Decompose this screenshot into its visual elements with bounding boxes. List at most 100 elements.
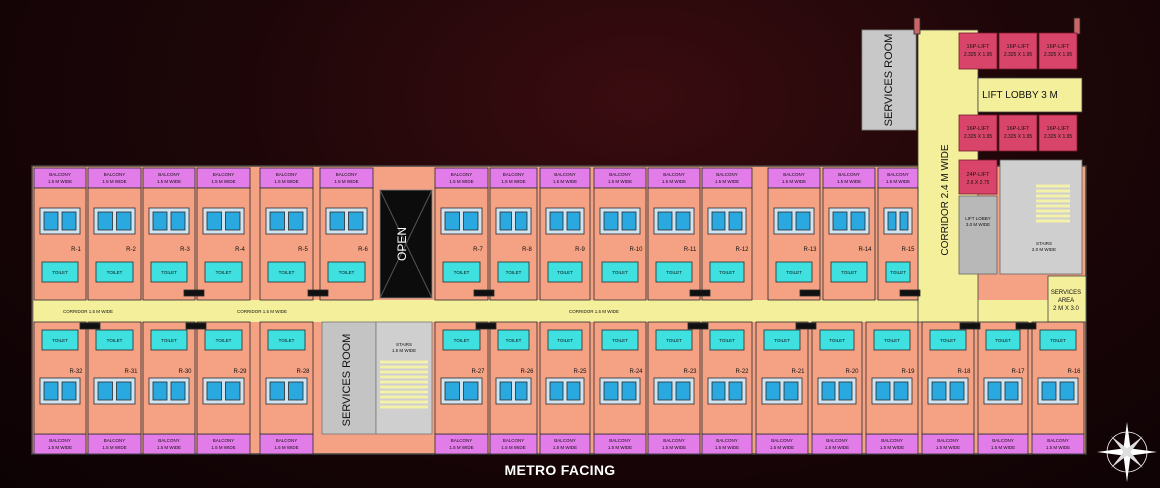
compass-needle-diag <box>1111 436 1143 468</box>
toilet-label: TOILET <box>279 338 295 343</box>
bed <box>225 381 241 401</box>
toilet-label: TOILET <box>454 270 470 275</box>
balcony-label: BALCONY <box>783 172 805 177</box>
balcony-width-label: 1.5 M WIDE <box>553 179 577 184</box>
metro-facing-label: METRO FACING <box>504 462 616 478</box>
bed <box>225 211 241 231</box>
balcony-width-label: 1.5 M WIDE <box>211 445 235 450</box>
balcony-width-label: 1.5 M WIDE <box>662 179 686 184</box>
bed <box>711 211 726 231</box>
bed <box>603 211 619 231</box>
room-number-label: R-26 <box>520 369 534 375</box>
toilet-label: TOILET <box>506 270 522 275</box>
balcony-label: BALCONY <box>158 172 180 177</box>
room-number-label: R-23 <box>683 369 697 375</box>
shaft-label: SHAFT <box>692 325 705 329</box>
room-number-label: R-31 <box>124 369 138 375</box>
bathroom <box>547 261 583 283</box>
toilet-label: TOILET <box>884 338 900 343</box>
lift-size-label: 2.325 X 1.95 <box>1004 52 1033 58</box>
balcony-width-label: 1.5 M WIDE <box>662 445 686 450</box>
shaft-bottom <box>185 322 207 330</box>
shaft-bottom <box>687 322 709 330</box>
bathroom <box>41 261 79 283</box>
room-R-14 <box>822 187 876 301</box>
balcony-label: BALCONY <box>451 438 473 443</box>
balcony-top-14 <box>822 167 876 189</box>
toilet-label: TOILET <box>557 338 573 343</box>
room-R-9 <box>539 187 591 301</box>
bathroom <box>41 329 79 351</box>
bed <box>348 211 364 231</box>
balcony-label: BALCONY <box>276 438 298 443</box>
bathroom <box>929 329 967 351</box>
room-R-10 <box>593 187 647 301</box>
lift-size-label: 2.325 X 1.95 <box>1044 134 1073 140</box>
services-area-label: SERVICES <box>1051 290 1081 296</box>
lift-label: 16P-LIFT <box>1007 44 1031 50</box>
bed <box>269 381 285 401</box>
balcony-width-label: 1.5 M WIDE <box>48 445 72 450</box>
bed <box>899 211 909 231</box>
toilet-label: TOILET <box>719 338 735 343</box>
bed <box>444 211 460 231</box>
room-number-label: R-19 <box>901 369 915 375</box>
shaft-top <box>689 289 711 297</box>
services-room-top-label: SERVICES ROOM <box>883 34 895 127</box>
corridor-label: CORRIDOR 1.5 M WIDE <box>63 309 113 314</box>
balcony-width-label: 1.5 M WIDE <box>837 179 861 184</box>
bed <box>728 211 743 231</box>
bed <box>269 211 285 231</box>
bed <box>61 211 77 231</box>
room-number-label: R-6 <box>358 247 368 253</box>
balcony-label: BALCONY <box>716 438 738 443</box>
bathroom <box>150 261 188 283</box>
room-R-12 <box>701 187 753 301</box>
shaft-bottom <box>79 322 101 330</box>
balcony-bottom-13 <box>811 433 863 455</box>
balcony-bottom-6 <box>434 433 489 455</box>
bathroom <box>763 329 801 351</box>
toilet-label: TOILET <box>995 338 1011 343</box>
bathroom <box>655 329 693 351</box>
balcony-top-8 <box>489 167 538 189</box>
bathroom <box>709 261 745 283</box>
bathroom <box>709 329 745 351</box>
room-number-label: R-1 <box>71 247 81 253</box>
balcony-top-12 <box>701 167 753 189</box>
room-R-11 <box>647 187 701 301</box>
stairs-small-label: STAIRS <box>396 342 412 347</box>
shaft-label: SHAFT <box>188 292 201 296</box>
balcony-width-label: 1.5 M WIDE <box>449 445 473 450</box>
balcony-width-label: 1.5 M WIDE <box>274 445 298 450</box>
balcony-label: BALCONY <box>104 172 126 177</box>
bed <box>43 381 59 401</box>
bed <box>777 211 793 231</box>
balcony-bottom-7 <box>489 433 538 455</box>
shaft-label: SHAFT <box>904 292 917 296</box>
bed <box>931 381 947 401</box>
bed <box>288 381 304 401</box>
bed <box>621 211 637 231</box>
room-number-label: R-21 <box>791 369 805 375</box>
services-room-top <box>861 29 917 131</box>
balcony-bottom-3 <box>142 433 196 455</box>
balcony-label: BALCONY <box>49 172 71 177</box>
balcony-label: BALCONY <box>663 438 685 443</box>
balcony-width-label: 1.5 M WIDE <box>880 445 904 450</box>
toilet-label: TOILET <box>666 270 682 275</box>
balcony-label: BALCONY <box>716 172 738 177</box>
room-number-label: R-29 <box>233 369 247 375</box>
room-number-label: R-32 <box>69 369 83 375</box>
bathroom <box>775 261 813 283</box>
lift-lobby <box>977 77 1083 113</box>
shaft-bottom <box>1015 322 1037 330</box>
services-area-size: 2 M X 3.0 <box>1053 306 1079 312</box>
lift-lobby-small-label: LIFT LOBBY <box>965 216 990 221</box>
lift-size-label: 2.325 X 1.95 <box>964 134 993 140</box>
room-number-label: R-14 <box>858 247 872 253</box>
balcony-width-label: 1.5 M WIDE <box>991 445 1015 450</box>
bathroom <box>204 329 243 351</box>
bed <box>97 211 113 231</box>
lift-label: 16P-LIFT <box>967 126 991 132</box>
